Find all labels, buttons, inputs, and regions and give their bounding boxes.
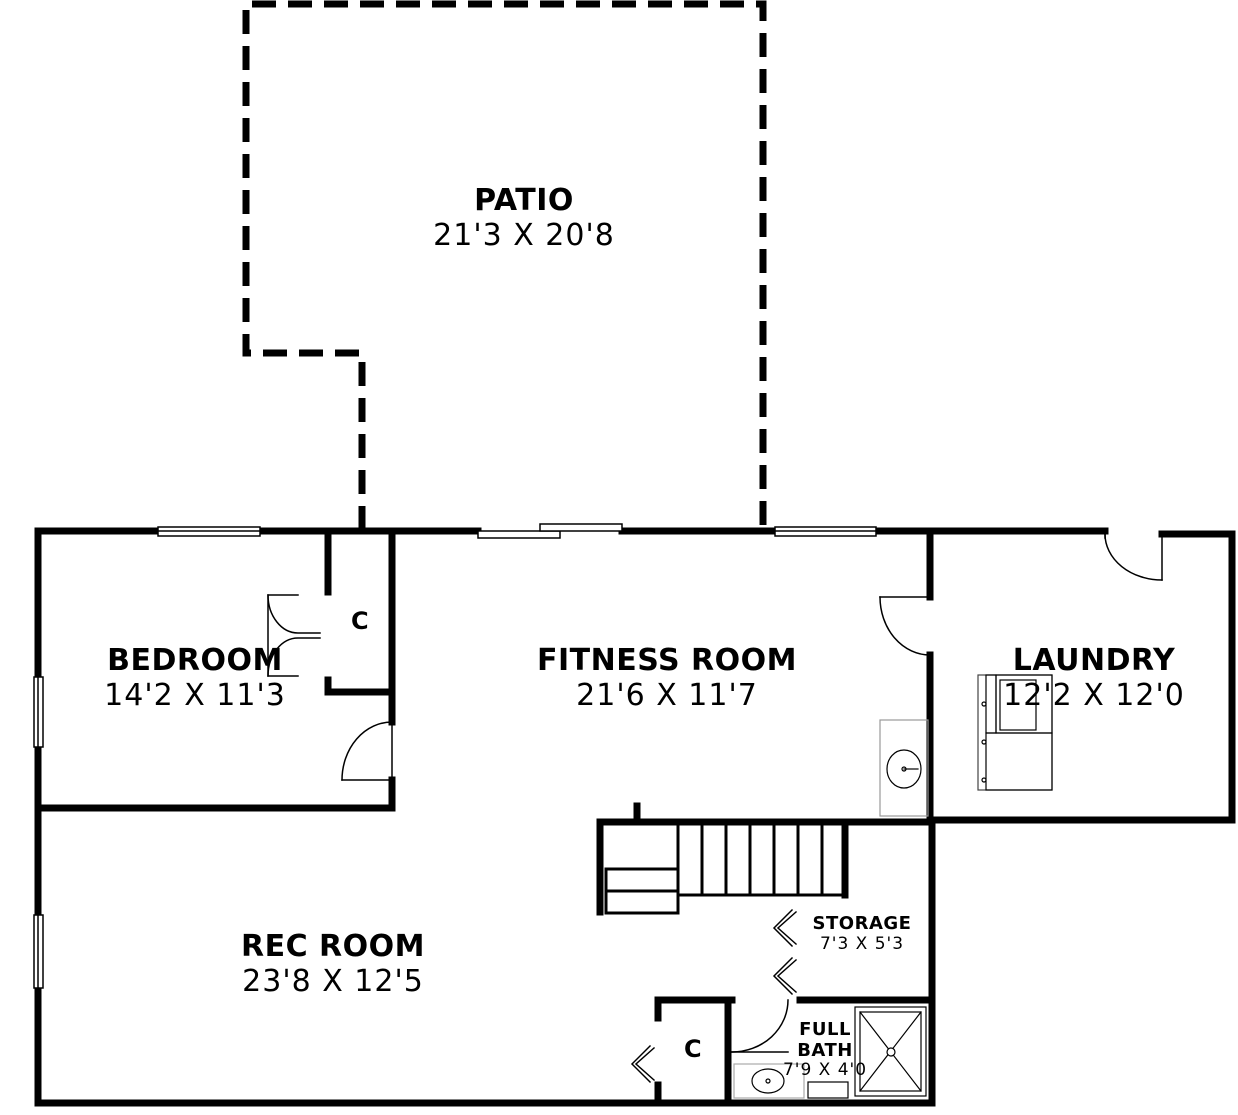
room-dimensions: 7'3 X 5'3 xyxy=(819,933,905,954)
exterior-walls xyxy=(34,527,1236,1107)
patio-outline xyxy=(242,0,767,530)
shower-icon xyxy=(854,1006,927,1097)
bath-sink-icon xyxy=(733,1063,805,1099)
room-dimensions: 12'2 X 12'0 xyxy=(1003,677,1185,713)
room-name: REC ROOM xyxy=(240,929,426,964)
room-name: FITNESS ROOM xyxy=(537,643,797,678)
room-name: C xyxy=(350,607,370,635)
rec-room-label: REC ROOM 23'8 X 12'5 xyxy=(240,929,426,999)
bifold-doors xyxy=(630,908,798,1084)
room-name: C xyxy=(683,1035,703,1063)
room-dimensions: 14'2 X 11'3 xyxy=(104,677,286,713)
room-dimensions: 21'6 X 11'7 xyxy=(576,677,758,713)
room-name: BEDROOM xyxy=(107,643,283,678)
room-dimensions: 23'8 X 12'5 xyxy=(242,963,424,999)
room-name: STORAGE xyxy=(812,913,912,934)
interior-walls xyxy=(34,530,936,1107)
staircase xyxy=(604,822,847,915)
fitness-room-label: FITNESS ROOM 21'6 X 11'7 xyxy=(537,643,797,713)
toilet-icon xyxy=(807,1081,849,1099)
room-name-line1: FULL xyxy=(799,1019,851,1040)
bedroom-closet-label: C xyxy=(350,607,370,636)
laundry-label: LAUNDRY 12'2 X 12'0 xyxy=(1003,643,1185,713)
full-bath-label: FULL BATH 7'9 X 4'0 xyxy=(782,1019,868,1081)
storage-label: STORAGE 7'3 X 5'3 xyxy=(812,913,912,954)
room-dimensions: 21'3 X 20'8 xyxy=(433,217,615,253)
washer-dryer-icon xyxy=(977,674,1053,791)
door-swings xyxy=(267,533,1163,1053)
rec-closet-label: C xyxy=(683,1035,703,1064)
windows xyxy=(33,526,877,989)
room-name-line2: BATH xyxy=(797,1039,853,1061)
room-name: PATIO xyxy=(474,183,574,218)
bedroom-label: BEDROOM 14'2 X 11'3 xyxy=(104,643,286,713)
sink-icon xyxy=(879,719,929,817)
sliding-door xyxy=(477,523,623,539)
room-name: LAUNDRY xyxy=(1012,643,1176,678)
patio-label: PATIO 21'3 X 20'8 xyxy=(433,183,615,253)
room-dimensions: 7'9 X 4'0 xyxy=(782,1060,868,1081)
